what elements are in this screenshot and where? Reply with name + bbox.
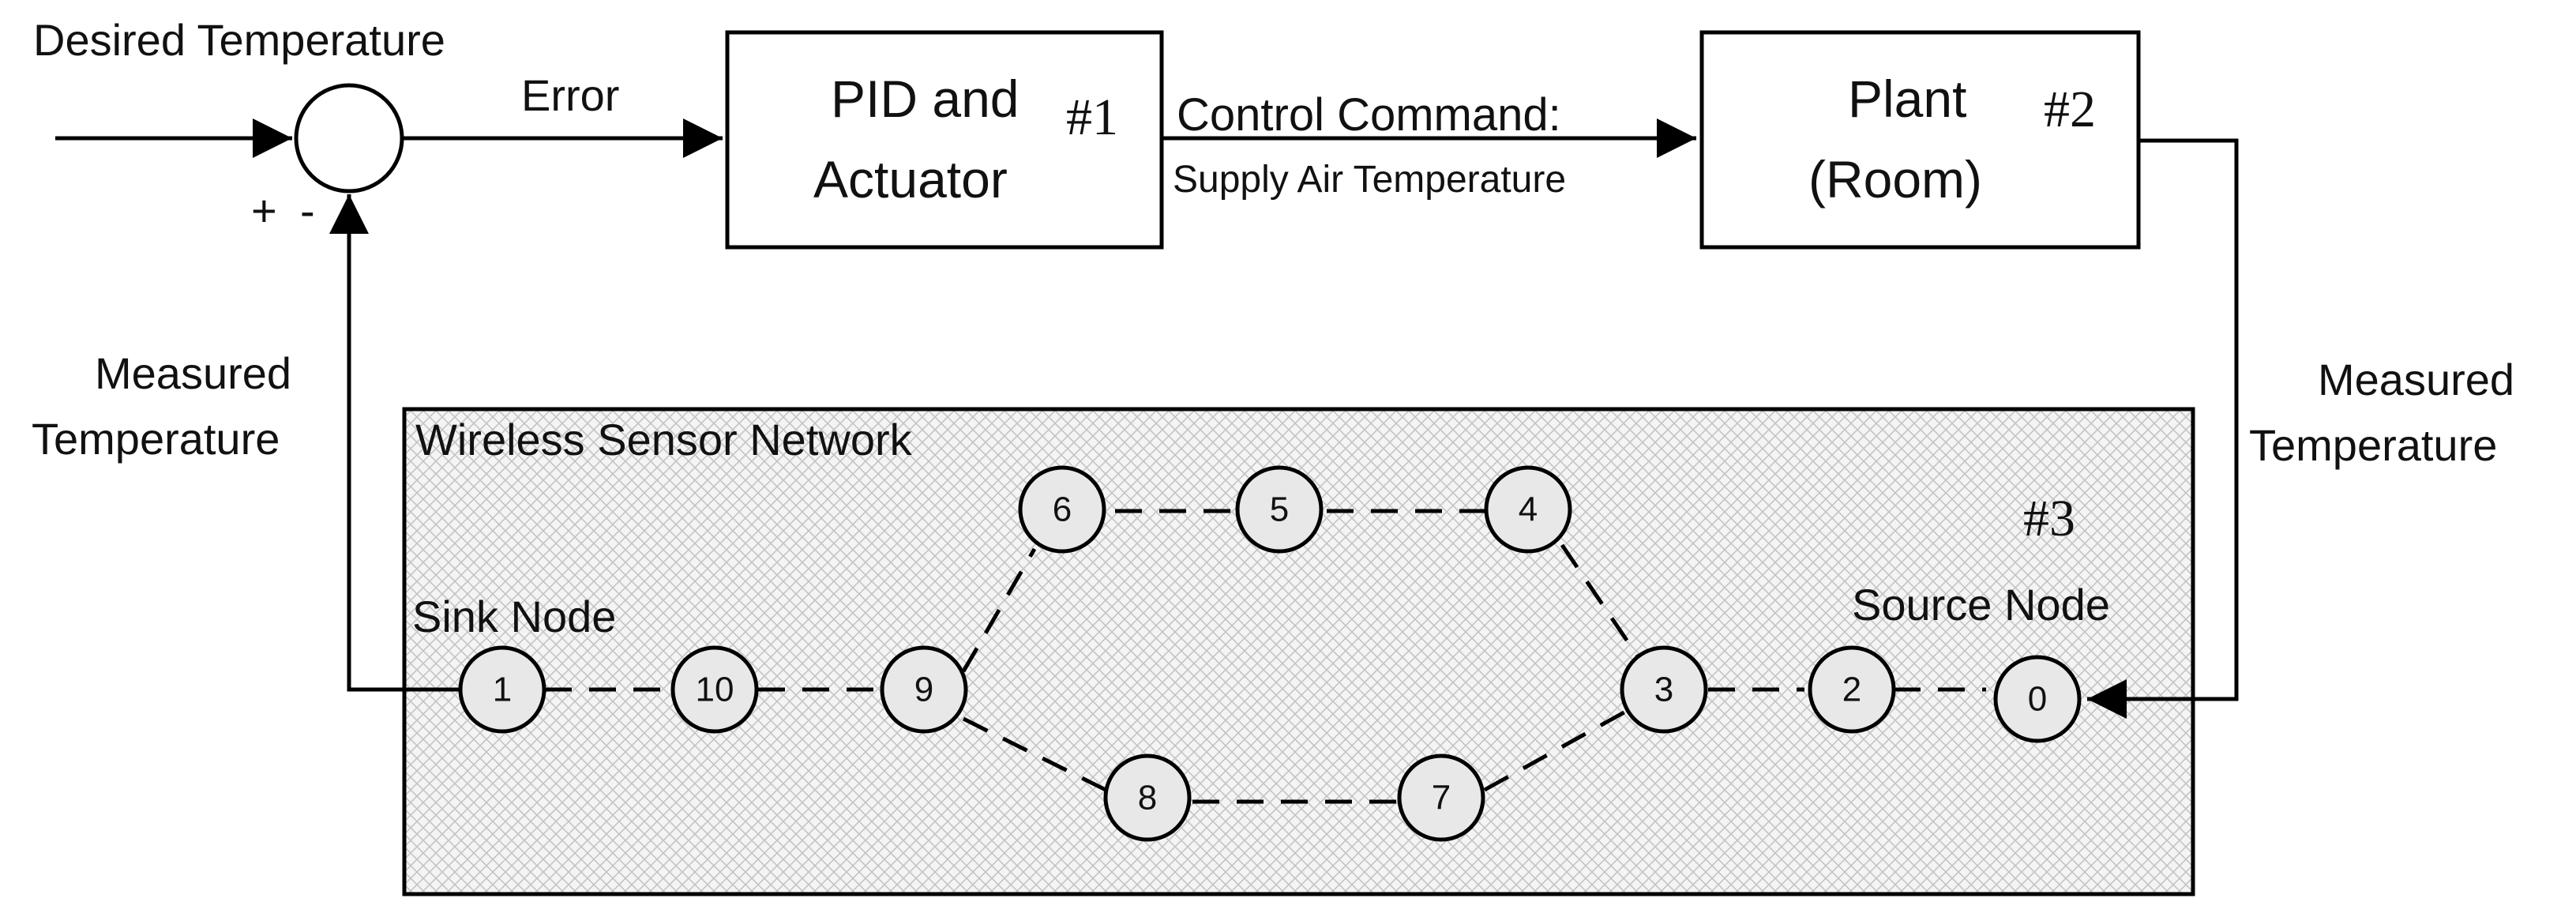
plant-tag: #2 <box>2044 81 2096 138</box>
plant-label-line2: (Room) <box>1808 150 1982 209</box>
measured-right-label-2: Temperature <box>2249 420 2497 470</box>
measured-left-label-2: Temperature <box>32 414 280 464</box>
wsn-title: Wireless Sensor Network <box>415 415 913 464</box>
node-6: 6 <box>1018 465 1106 554</box>
pid-label-line2: Actuator <box>813 150 1008 209</box>
plus-sign: + <box>251 186 277 235</box>
pid-label-line1: PID and <box>831 70 1019 128</box>
node-0: 0 <box>1993 655 2082 743</box>
pid-actuator-block <box>725 30 1164 250</box>
desired-temperature-label: Desired Temperature <box>33 15 445 65</box>
node-6-label: 6 <box>1053 490 1072 529</box>
node-0-label: 0 <box>2028 680 2047 719</box>
plant-block <box>1699 30 2141 250</box>
measured-right-label-1: Measured <box>2318 355 2514 404</box>
node-1-label: 1 <box>493 671 512 709</box>
node-4: 4 <box>1484 465 1572 554</box>
node-9-label: 9 <box>914 671 933 709</box>
node-9: 9 <box>880 645 968 734</box>
node-5-label: 5 <box>1270 490 1289 529</box>
measured-left-label-1: Measured <box>95 348 291 398</box>
node-3-label: 3 <box>1654 671 1673 709</box>
pid-tag: #1 <box>1066 88 1118 146</box>
minus-sign: - <box>300 186 315 235</box>
node-8: 8 <box>1103 754 1192 842</box>
sink-node-label: Sink Node <box>412 592 616 641</box>
summing-junction <box>294 83 404 194</box>
feedback-line <box>329 194 460 692</box>
plant-output-line <box>2087 138 2239 719</box>
node-10-label: 10 <box>696 671 734 709</box>
node-2: 2 <box>1808 645 1896 734</box>
supply-air-label: Supply Air Temperature <box>1173 159 1566 201</box>
wireless-links <box>545 509 1986 804</box>
node-7: 7 <box>1397 754 1485 842</box>
source-node-label: Source Node <box>1852 580 2110 629</box>
node-3: 3 <box>1620 645 1708 734</box>
wsn-tag: #3 <box>2023 490 2075 547</box>
error-label: Error <box>521 70 619 120</box>
node-4-label: 4 <box>1519 490 1538 529</box>
node-2-label: 2 <box>1842 671 1861 709</box>
node-10: 10 <box>670 645 759 734</box>
node-7-label: 7 <box>1432 779 1451 817</box>
node-8-label: 8 <box>1138 779 1157 817</box>
node-1: 1 <box>458 645 546 734</box>
node-5: 5 <box>1235 465 1324 554</box>
plant-label-line1: Plant <box>1848 70 1966 128</box>
control-command-label: Control Command: <box>1177 89 1561 141</box>
